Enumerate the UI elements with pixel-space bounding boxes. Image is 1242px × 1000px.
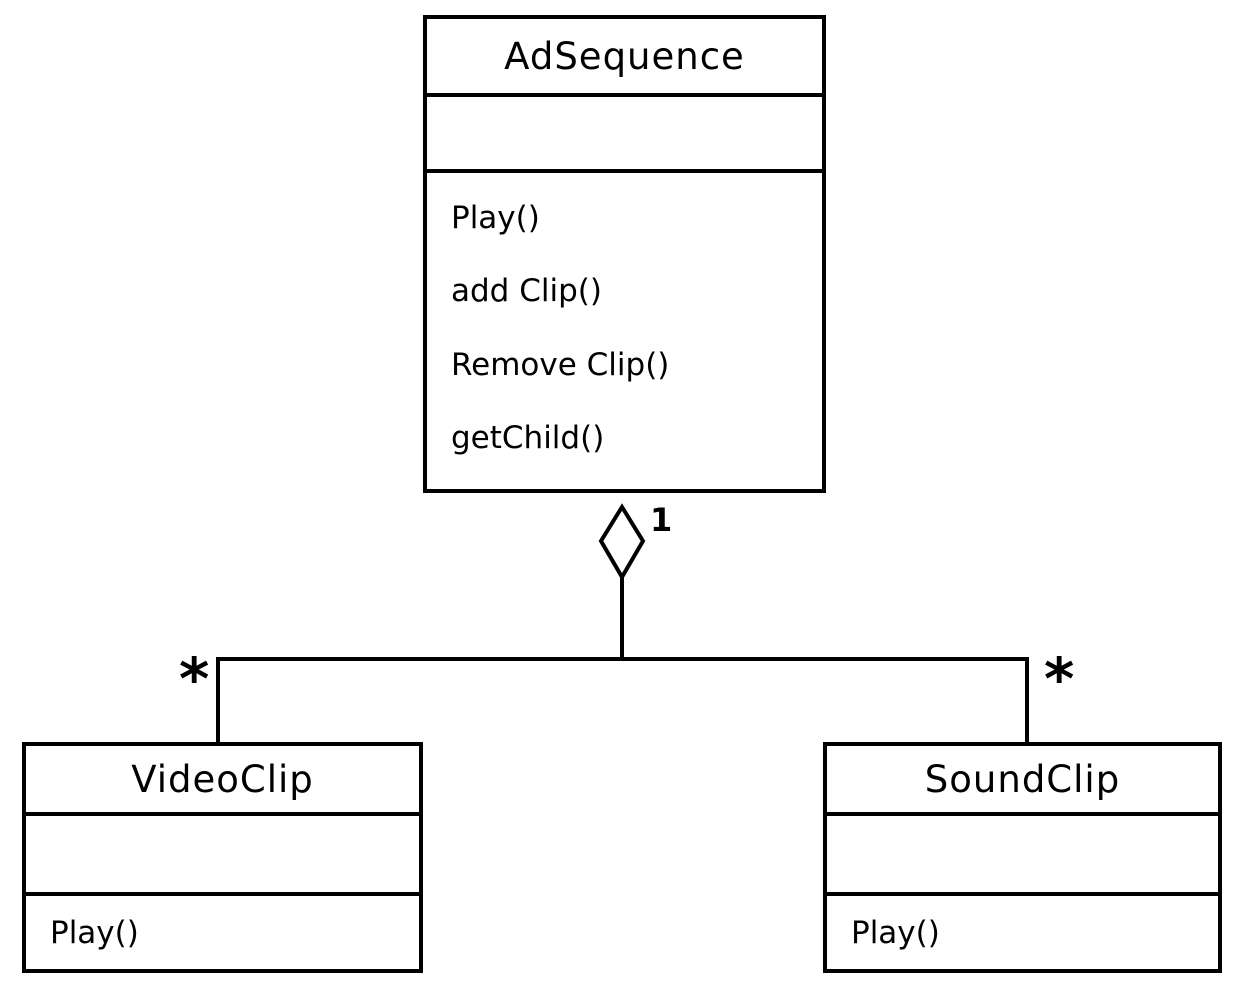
class-box-adsequence: AdSequence Play() add Clip() Remove Clip… <box>423 15 826 493</box>
method-play: Play() <box>50 914 139 951</box>
class-box-videoclip: VideoClip Play() <box>22 742 423 973</box>
class-name-adsequence: AdSequence <box>427 19 822 97</box>
methods-compartment-adsequence: Play() add Clip() Remove Clip() getChild… <box>427 173 822 489</box>
method-play: Play() <box>851 914 940 951</box>
method-play: Play() <box>451 199 540 236</box>
multiplicity-label-star-videoclip: * <box>179 645 210 713</box>
multiplicity-label-star-soundclip: * <box>1044 645 1075 713</box>
method-get-child: getChild() <box>451 420 605 457</box>
class-box-soundclip: SoundClip Play() <box>823 742 1222 973</box>
class-name-soundclip: SoundClip <box>827 746 1218 816</box>
aggregation-diamond-icon <box>598 503 646 581</box>
method-remove-clip: Remove Clip() <box>451 346 670 383</box>
attributes-compartment-adsequence <box>427 97 822 173</box>
method-add-clip: add Clip() <box>451 273 602 310</box>
methods-compartment-videoclip: Play() <box>26 896 419 969</box>
attributes-compartment-videoclip <box>26 816 419 896</box>
attributes-compartment-soundclip <box>827 816 1218 896</box>
class-name-videoclip: VideoClip <box>26 746 419 816</box>
methods-compartment-soundclip: Play() <box>827 896 1218 969</box>
multiplicity-label-one: 1 <box>650 501 673 539</box>
